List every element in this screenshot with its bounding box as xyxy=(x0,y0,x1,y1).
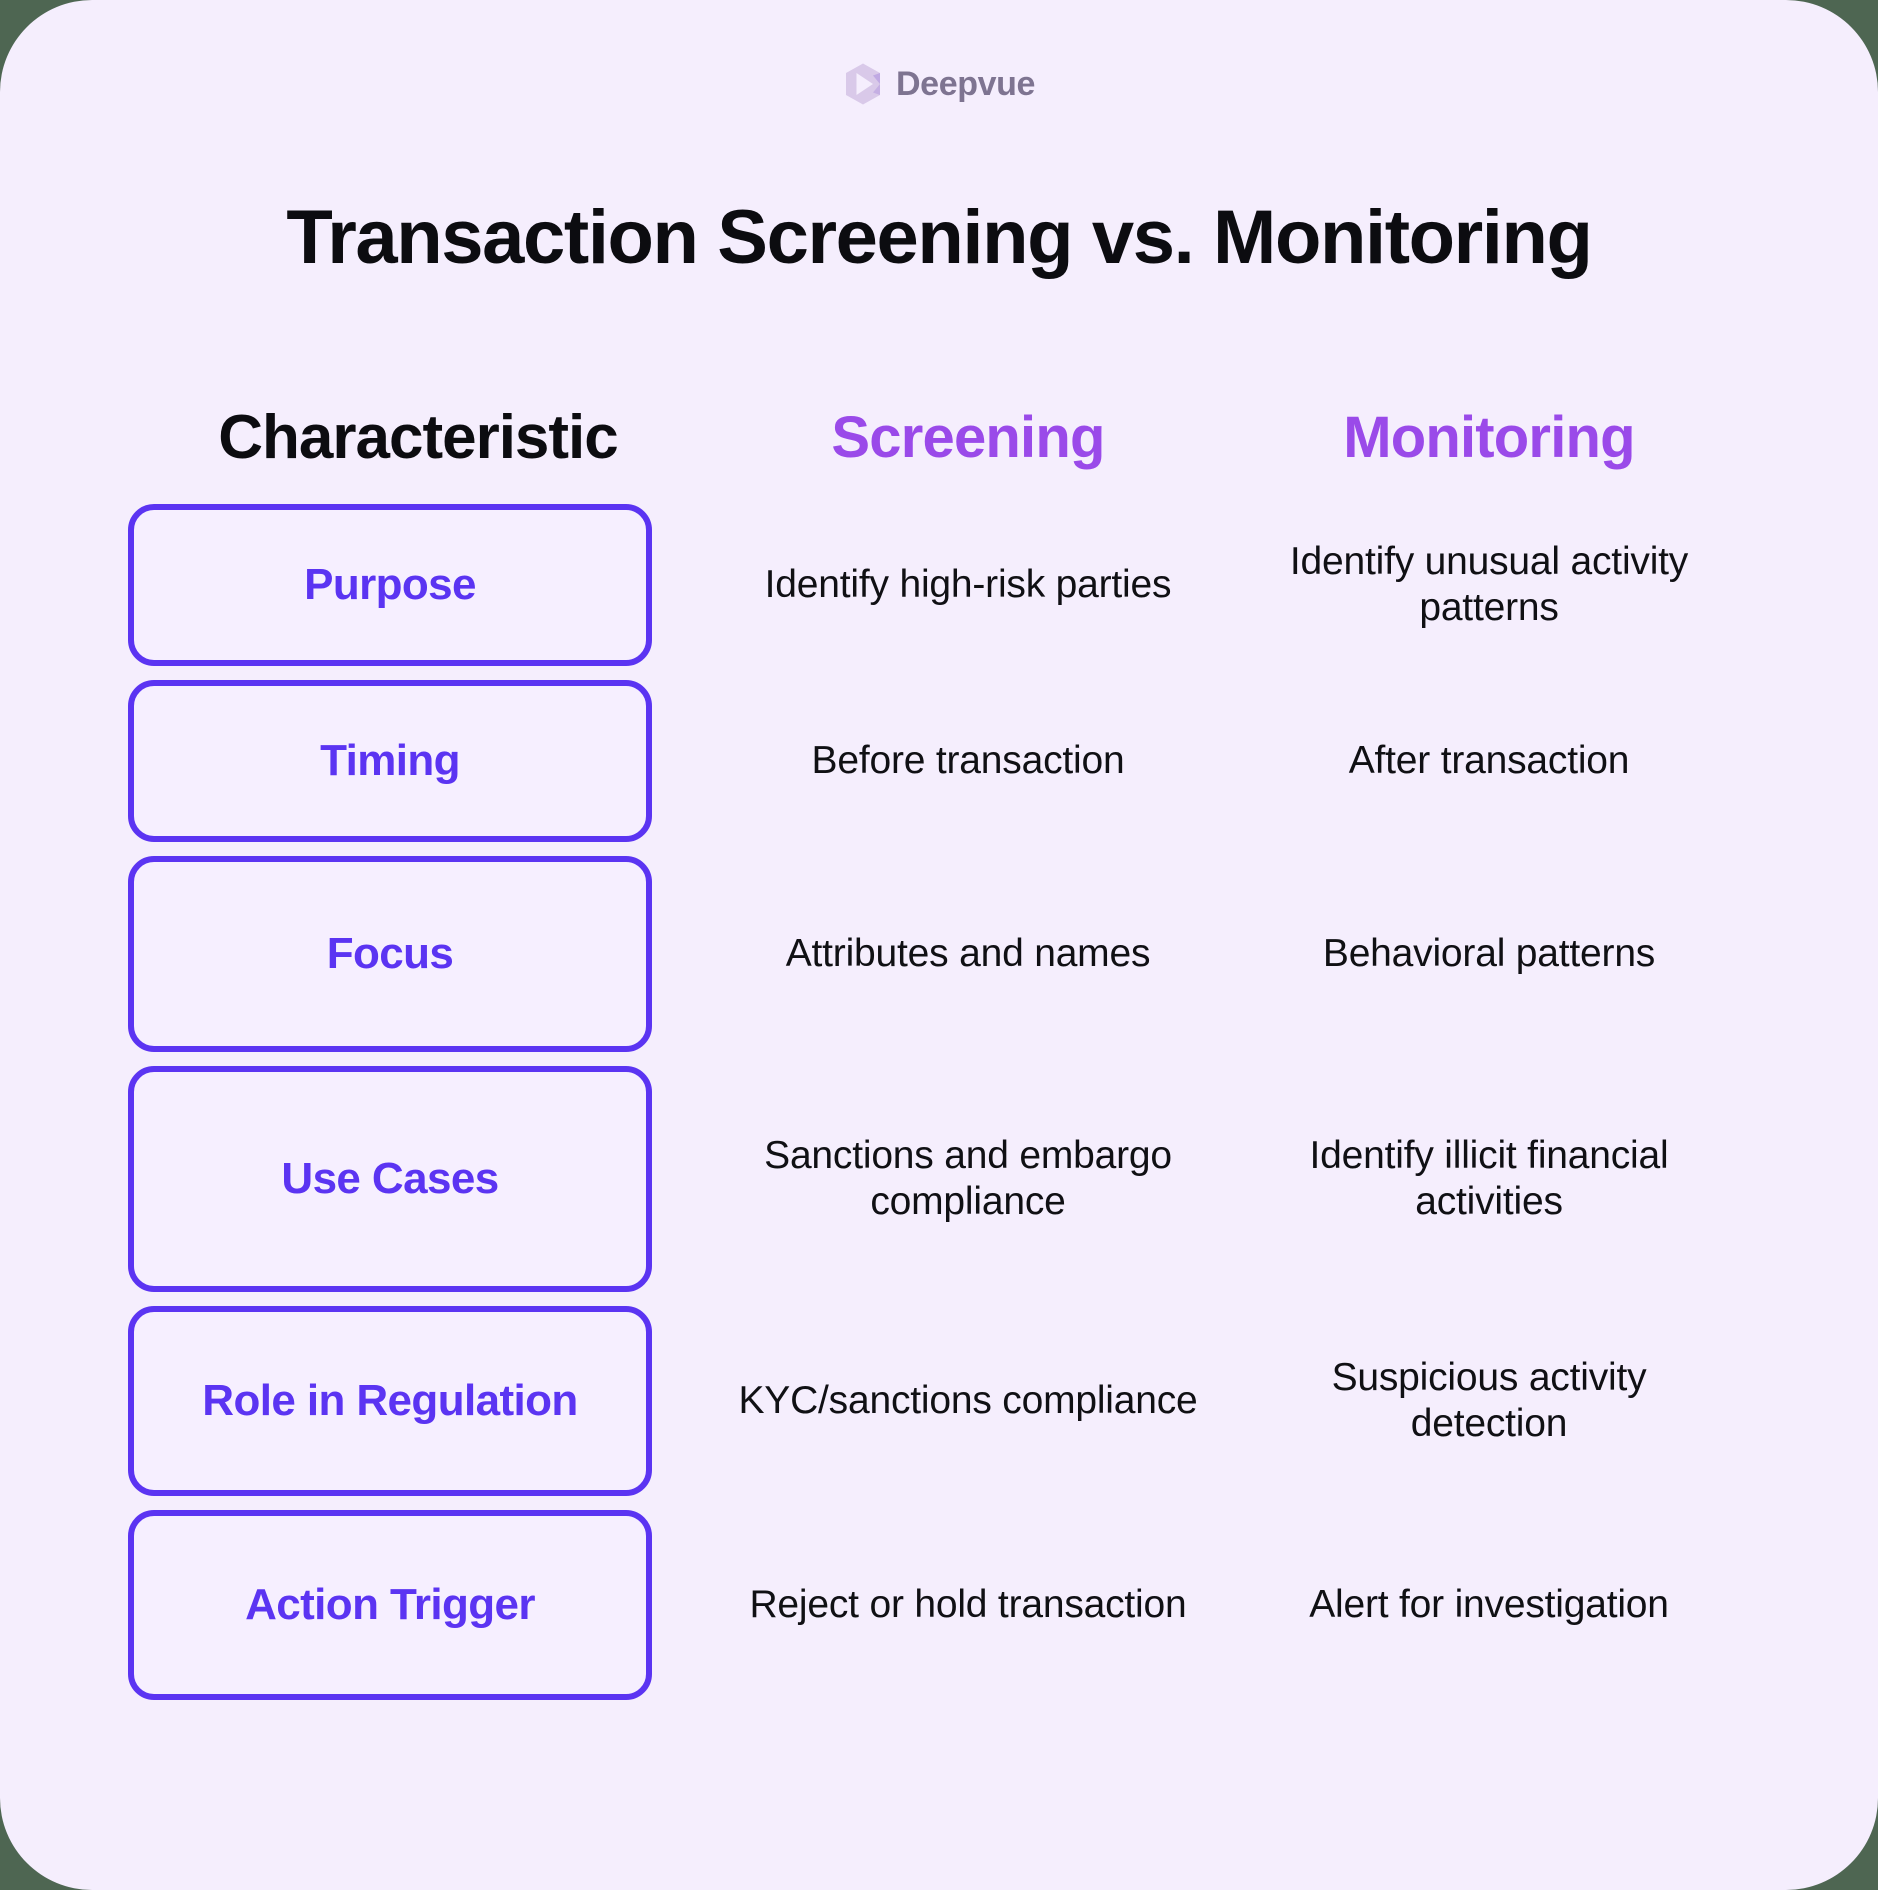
table-header-row: Characteristic Screening Monitoring xyxy=(128,386,1750,490)
table-row: Timing Before transaction After transact… xyxy=(128,680,1750,842)
screening-value: Reject or hold transaction xyxy=(749,1582,1187,1626)
screening-cell: Identify high-risk parties xyxy=(708,504,1228,666)
screening-value: KYC/sanctions compliance xyxy=(738,1378,1198,1422)
row-label-cell: Purpose xyxy=(128,504,708,666)
screening-cell: Sanctions and embargo compliance xyxy=(708,1066,1228,1292)
monitoring-value: Suspicious activity detection xyxy=(1331,1355,1647,1445)
screening-value: Identify high-risk parties xyxy=(764,562,1172,606)
row-label-cell: Focus xyxy=(128,856,708,1052)
characteristic-label: Purpose xyxy=(304,559,476,609)
monitoring-value: Identify illicit financial activities xyxy=(1309,1133,1669,1223)
column-header-characteristic: Characteristic xyxy=(218,403,619,473)
monitoring-value: After transaction xyxy=(1348,738,1630,782)
comparison-table: Characteristic Screening Monitoring Purp… xyxy=(128,386,1750,1700)
page-title: Transaction Screening vs. Monitoring xyxy=(286,195,1593,280)
table-row: Action Trigger Reject or hold transactio… xyxy=(128,1510,1750,1700)
brand-wordmark: Deepvue xyxy=(896,65,1035,103)
screening-value: Attributes and names xyxy=(785,931,1151,975)
table-row: Purpose Identify high-risk parties Ident… xyxy=(128,504,1750,666)
characteristic-box[interactable]: Purpose xyxy=(128,504,652,666)
screening-cell: Reject or hold transaction xyxy=(708,1510,1228,1700)
characteristic-label: Use Cases xyxy=(281,1153,499,1203)
deepvue-hexagon-logo-icon xyxy=(843,62,883,106)
screening-cell: Before transaction xyxy=(708,680,1228,842)
row-label-cell: Use Cases xyxy=(128,1066,708,1292)
characteristic-box[interactable]: Action Trigger xyxy=(128,1510,652,1700)
monitoring-cell: After transaction xyxy=(1228,680,1750,842)
monitoring-value: Identify unusual activity patterns xyxy=(1289,539,1689,629)
screening-value: Sanctions and embargo compliance xyxy=(764,1133,1172,1223)
characteristic-box[interactable]: Role in Regulation xyxy=(128,1306,652,1496)
characteristic-box[interactable]: Timing xyxy=(128,680,652,842)
row-label-cell: Timing xyxy=(128,680,708,842)
screening-cell: KYC/sanctions compliance xyxy=(708,1306,1228,1496)
column-header-monitoring: Monitoring xyxy=(1343,404,1635,470)
brand-header: Deepvue xyxy=(0,62,1878,106)
monitoring-cell: Suspicious activity detection xyxy=(1228,1306,1750,1496)
characteristic-label: Focus xyxy=(326,928,454,978)
table-row: Role in Regulation KYC/sanctions complia… xyxy=(128,1306,1750,1496)
column-header-screening: Screening xyxy=(831,404,1105,470)
characteristic-label: Timing xyxy=(320,735,460,785)
characteristic-label: Action Trigger xyxy=(245,1579,535,1629)
screening-cell: Attributes and names xyxy=(708,856,1228,1052)
table-row: Focus Attributes and names Behavioral pa… xyxy=(128,856,1750,1052)
characteristic-box[interactable]: Use Cases xyxy=(128,1066,652,1292)
row-label-cell: Role in Regulation xyxy=(128,1306,708,1496)
characteristic-label: Role in Regulation xyxy=(202,1375,578,1425)
monitoring-cell: Alert for investigation xyxy=(1228,1510,1750,1700)
monitoring-value: Behavioral patterns xyxy=(1322,931,1656,975)
row-label-cell: Action Trigger xyxy=(128,1510,708,1700)
monitoring-cell: Identify unusual activity patterns xyxy=(1228,504,1750,666)
monitoring-value: Alert for investigation xyxy=(1309,1582,1669,1626)
table-row: Use Cases Sanctions and embargo complian… xyxy=(128,1066,1750,1292)
characteristic-box[interactable]: Focus xyxy=(128,856,652,1052)
monitoring-cell: Behavioral patterns xyxy=(1228,856,1750,1052)
monitoring-cell: Identify illicit financial activities xyxy=(1228,1066,1750,1292)
screening-value: Before transaction xyxy=(811,738,1125,782)
